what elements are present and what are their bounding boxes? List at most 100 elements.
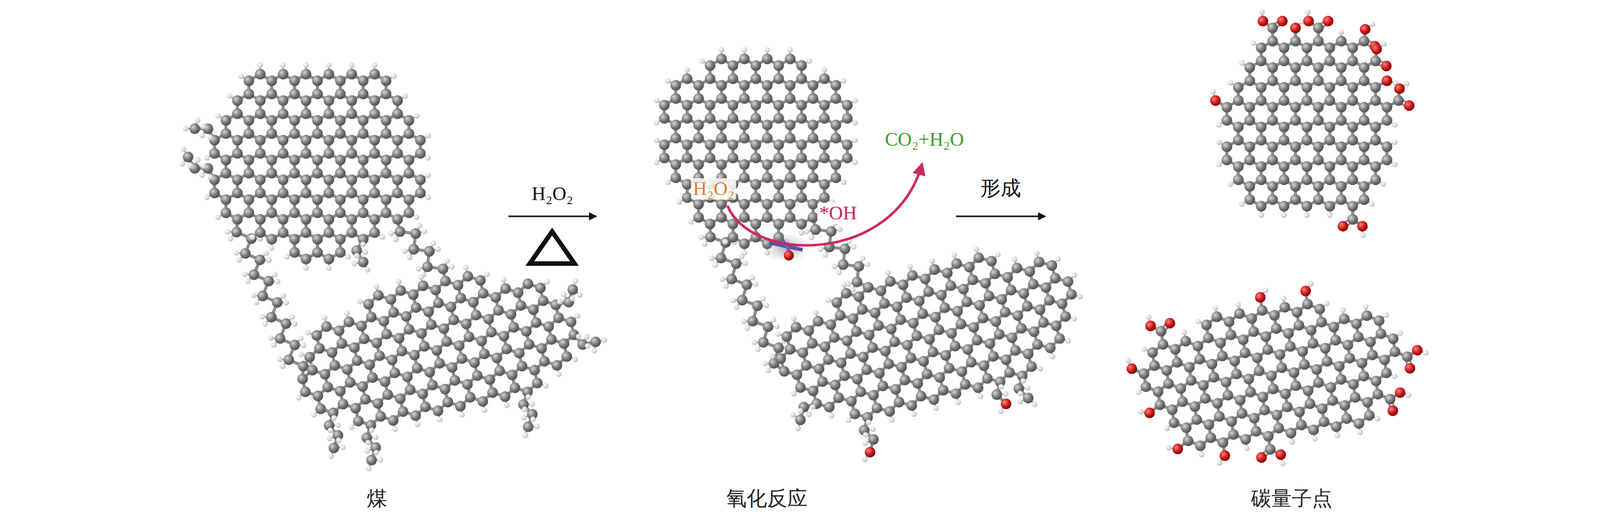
carbon-atom — [478, 348, 490, 360]
carbon-atom — [263, 275, 274, 287]
carbon-atom — [358, 154, 369, 166]
carbon-atom — [454, 340, 465, 351]
hydrogen-atom — [182, 125, 189, 132]
carbon-atom — [266, 75, 277, 87]
carbon-atom — [323, 174, 335, 186]
hydrogen-atom — [449, 264, 455, 270]
carbon-atom — [312, 390, 324, 402]
carbon-atom — [312, 194, 324, 206]
carbon-atom — [402, 371, 413, 383]
carbon-atom — [388, 307, 400, 318]
carbon-atom — [346, 69, 358, 80]
carbon-atom — [335, 128, 346, 140]
carbon-atom — [437, 263, 449, 275]
carbon-atom — [490, 292, 501, 303]
carbon-atom — [358, 88, 369, 100]
carbon-atom — [404, 384, 416, 396]
carbon-atom — [463, 331, 475, 343]
hydrogen-atom — [187, 163, 194, 169]
carbon-atom — [442, 396, 454, 408]
carbon-atom — [232, 148, 243, 159]
carbon-atom — [323, 187, 335, 199]
carbon-atom — [322, 381, 334, 393]
carbon-atom — [335, 247, 346, 259]
carbon-atom — [467, 296, 479, 308]
carbon-atom — [277, 187, 289, 199]
hydrogen-atom — [371, 62, 378, 69]
hydrogen-atom — [179, 161, 185, 167]
hydrogen-atom — [268, 335, 274, 341]
carbon-atom — [243, 75, 254, 87]
hydrogen-atom — [207, 174, 213, 180]
carbon-atom — [300, 69, 312, 80]
carbon-atom — [266, 154, 277, 166]
carbon-atom — [266, 207, 277, 219]
carbon-atom — [380, 207, 392, 219]
hydrogen-atom — [416, 266, 422, 272]
carbon-atom — [380, 75, 392, 87]
carbon-atom — [277, 95, 289, 107]
hydrogen-atom — [280, 62, 286, 69]
carbon-atom — [277, 148, 289, 159]
hydrogen-atom — [233, 250, 240, 256]
carbon-atom — [335, 75, 346, 87]
carbon-atom — [266, 115, 277, 126]
carbon-atom — [506, 369, 518, 381]
carbon-atom — [300, 95, 312, 107]
carbon-atom — [395, 285, 406, 297]
carbon-atom — [232, 214, 243, 226]
carbon-atom — [289, 128, 300, 140]
carbon-atom — [369, 69, 380, 80]
carbon-atom — [312, 88, 324, 100]
carbon-atom — [369, 108, 380, 120]
carbon-atom — [363, 298, 374, 310]
carbon-atom — [487, 387, 498, 399]
carbon-atom — [254, 174, 266, 186]
carbon-atom — [432, 405, 444, 417]
carbon-atom — [464, 392, 476, 403]
carbon-atom — [455, 400, 466, 412]
carbon-atom — [417, 388, 429, 400]
carbon-atom — [289, 234, 300, 245]
carbon-atom — [300, 108, 312, 120]
hydrogen-atom — [413, 113, 420, 119]
carbon-atom — [266, 234, 277, 245]
hydrogen-atom — [402, 248, 408, 254]
carbon-atom — [380, 194, 392, 206]
carbon-atom — [323, 227, 335, 239]
hydrogen-atom — [200, 123, 207, 130]
carbon-atom — [419, 340, 430, 352]
carbon-atom — [494, 365, 505, 377]
carbon-atom — [300, 227, 312, 239]
carbon-atom — [364, 359, 375, 371]
carbon-atom — [407, 289, 419, 301]
carbon-atom — [393, 332, 405, 344]
carbon-atom — [476, 335, 488, 347]
carbon-atom — [277, 174, 289, 186]
carbon-atom — [323, 69, 335, 80]
hydrogen-atom — [298, 335, 304, 342]
carbon-atom — [243, 194, 254, 206]
carbon-atom — [369, 214, 380, 226]
carbon-atom — [358, 194, 369, 206]
carbon-atom — [266, 168, 277, 179]
carbon-atom — [304, 352, 315, 363]
carbon-atom — [460, 318, 472, 330]
carbon-atom — [346, 95, 358, 107]
hydrogen-atom — [274, 278, 281, 285]
carbon-atom — [346, 108, 358, 120]
hydrogen-atom — [204, 154, 210, 161]
carbon-atom — [243, 88, 254, 100]
carbon-atom — [254, 108, 266, 120]
carbon-atom — [374, 350, 386, 362]
hydrogen-atom — [215, 214, 221, 220]
hydrogen-atom — [435, 246, 441, 252]
carbon-atom — [420, 401, 431, 413]
hydrogen-atom — [406, 254, 413, 261]
carbon-atom — [346, 135, 358, 146]
carbon-atom — [289, 154, 300, 166]
carbon-atom — [312, 128, 324, 140]
hydrogen-atom — [200, 163, 207, 169]
carbon-atom — [220, 128, 232, 140]
carbon-atom — [445, 301, 457, 313]
